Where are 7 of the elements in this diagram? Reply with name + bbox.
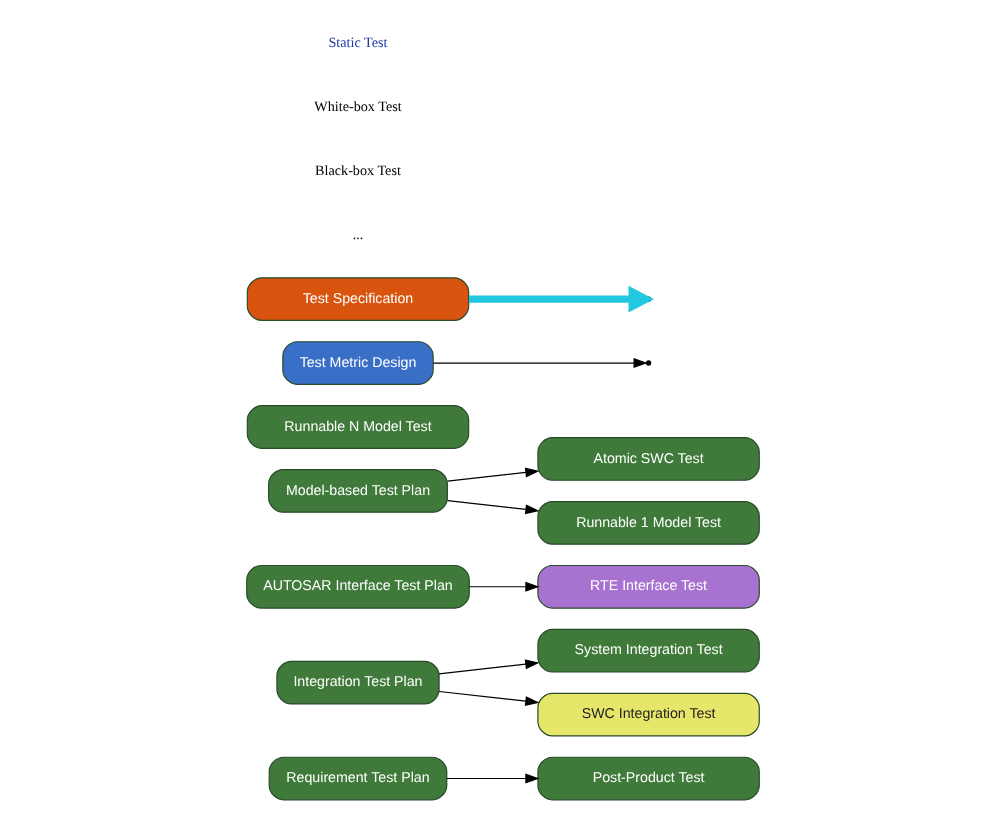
arrow bbox=[467, 581, 539, 592]
arrow bbox=[446, 467, 539, 482]
arrow bbox=[437, 659, 539, 675]
arrow bbox=[431, 358, 647, 369]
arrow bbox=[445, 773, 539, 784]
arrow bbox=[446, 500, 539, 515]
arrow bbox=[437, 690, 539, 707]
